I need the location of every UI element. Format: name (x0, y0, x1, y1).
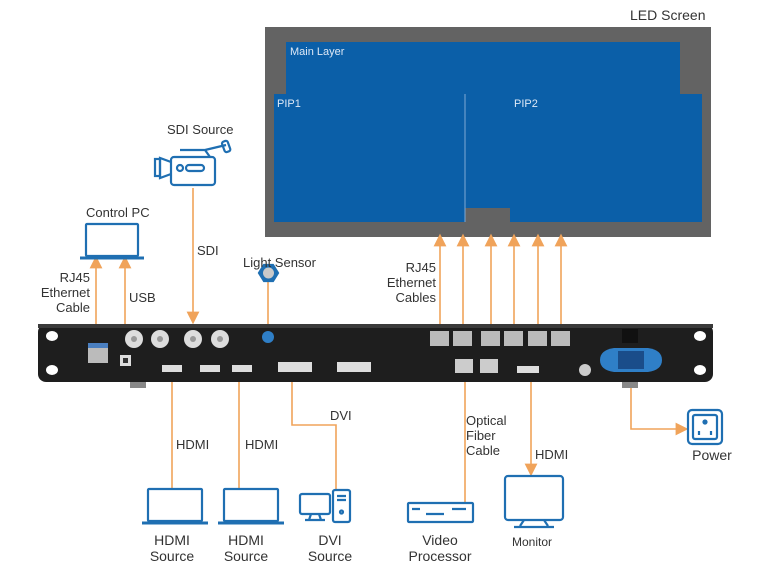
cable-dvi (291, 382, 337, 490)
led-screen-label: LED Screen (630, 7, 706, 23)
hdmi-monitor-cable-label: HDMI (535, 447, 569, 462)
hdmi-source-2-label: HDMI Source (223, 532, 269, 564)
pip2-label: PIP2 (514, 98, 538, 110)
rj45-pc-cable-label: RJ45 Ethernet Cable (40, 270, 90, 315)
monitor-label: Monitor (511, 535, 552, 549)
sdi-source-label: SDI Source (167, 122, 234, 137)
light-sensor-port (262, 331, 274, 343)
control-pc-label: Control PC (86, 205, 150, 220)
hdmi-cable-1-label: HDMI (176, 437, 210, 452)
video-processor-label: Video Processor (408, 532, 472, 564)
desktop-pc-icon (298, 488, 352, 524)
power-label: Power (692, 447, 732, 463)
sdi-cable-label: SDI (197, 243, 219, 258)
pip1-label: PIP1 (277, 98, 301, 110)
laptop-icon-control-pc (80, 222, 144, 260)
led-screen (265, 27, 711, 237)
power-outlet-icon (686, 408, 724, 446)
led-controller-device (38, 324, 713, 388)
light-sensor-icon (257, 263, 280, 283)
laptop-icon-hdmi-2 (218, 487, 284, 525)
video-camera-icon (153, 139, 232, 187)
cables (89, 188, 689, 502)
rj45-outputs-cable-label: RJ45 Ethernet Cables (386, 260, 436, 305)
light-sensor-label: Light Sensor (243, 255, 316, 270)
dvi-source-label: DVI Source (307, 532, 353, 564)
laptop-icon-hdmi-1 (142, 487, 208, 525)
monitor-icon (503, 474, 565, 529)
hdmi-source-1-label: HDMI Source (149, 532, 195, 564)
video-processor-icon (406, 501, 475, 524)
fiber-cable-label: Optical Fiber Cable (466, 413, 507, 458)
dvi-cable-label: DVI (330, 408, 352, 423)
main-layer (274, 42, 702, 222)
main-layer-label: Main Layer (290, 46, 345, 58)
hdmi-cable-2-label: HDMI (245, 437, 279, 452)
usb-cable-label: USB (129, 290, 156, 305)
